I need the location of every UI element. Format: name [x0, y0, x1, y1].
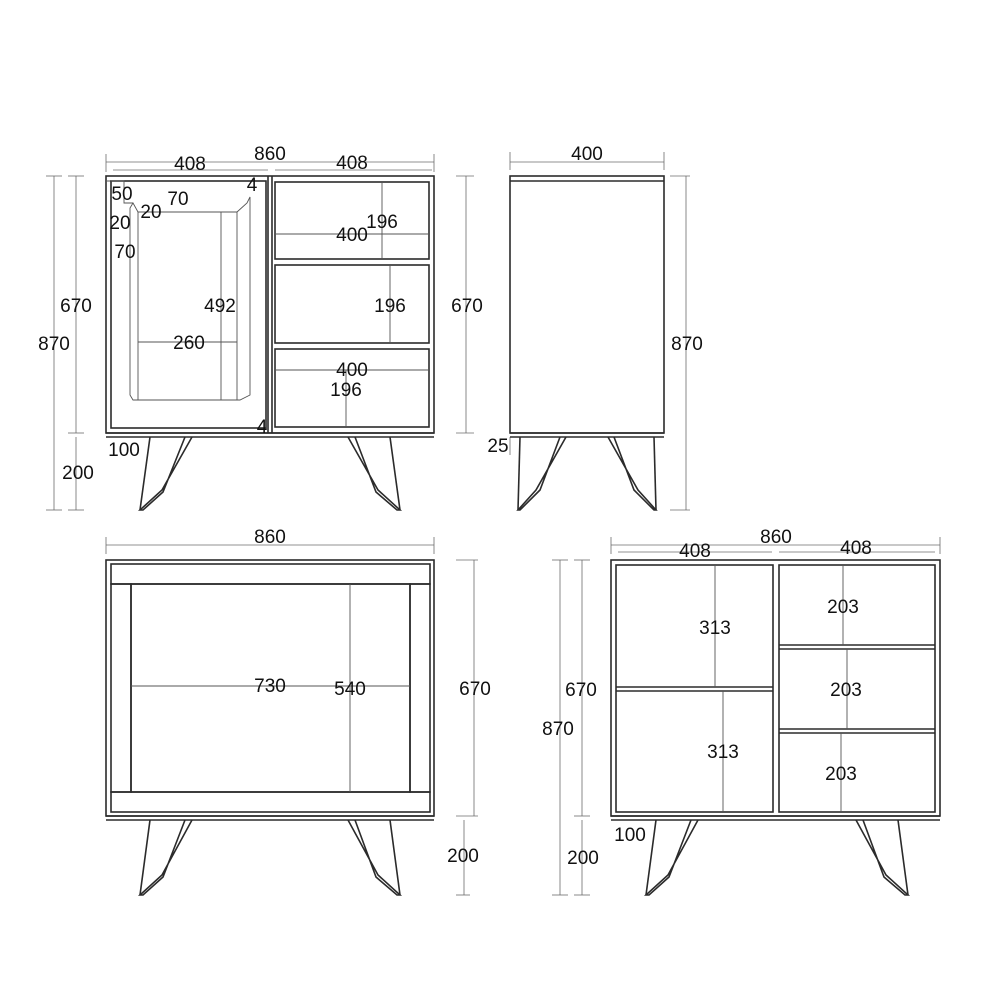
side-leg-right: [607, 436, 658, 511]
label-interior-total-height: 870: [542, 719, 574, 740]
label-leg-height: 200: [62, 463, 94, 484]
label-back-inner-width: 730: [254, 676, 286, 697]
leg-left: [137, 436, 193, 511]
left-compartment: [615, 564, 774, 813]
label-back-leg-height: 200: [447, 846, 479, 867]
drawer-2: [274, 264, 430, 344]
leg-right: [347, 436, 403, 511]
interior-body: [610, 559, 941, 817]
label-frame-side: 70: [114, 242, 135, 263]
label-interior-left-width: 408: [679, 541, 711, 562]
label-body-height: 670: [60, 296, 92, 317]
interior-leg-right: [855, 819, 911, 896]
front-view: 860 408 408 50 70 4 20 20 70 492 260 196…: [38, 144, 483, 511]
label-top-offset: 50: [111, 184, 132, 205]
drawer-1: [274, 181, 430, 260]
door-frame-panel: [129, 196, 251, 401]
label-drawer2-height: 196: [374, 296, 406, 317]
label-corner-b: 20: [140, 202, 161, 223]
interior-leg-left: [643, 819, 699, 896]
label-leg-offset: 100: [108, 440, 140, 461]
back-inner-panel: [130, 583, 411, 793]
label-drawer3-height: 196: [330, 380, 362, 401]
label-left-lower-height: 313: [707, 742, 739, 763]
label-right-shelf-1: 203: [827, 597, 859, 618]
label-right-width: 408: [336, 153, 368, 174]
side-leg-left: [516, 436, 567, 511]
label-back-inner-height: 540: [334, 679, 366, 700]
label-interior-right-width: 408: [840, 538, 872, 559]
label-interior-body-height: 670: [565, 680, 597, 701]
label-panel-width: 260: [173, 333, 205, 354]
side-view: 400 870 25: [487, 144, 703, 511]
back-leg-right: [347, 819, 403, 896]
label-panel-height: 492: [204, 296, 236, 317]
label-gap-bottom: 4: [257, 417, 268, 438]
label-right-shelf-3: 203: [825, 764, 857, 785]
label-depth: 400: [571, 144, 603, 165]
side-panel: [509, 175, 665, 434]
label-right-shelf-2: 203: [830, 680, 862, 701]
label-total-height: 870: [38, 334, 70, 355]
back-leg-left: [137, 819, 193, 896]
label-frame-top: 70: [167, 189, 188, 210]
label-total-width: 860: [254, 144, 286, 165]
interior-view: 860 408 408 313 313 203 203 203 670 870 …: [542, 527, 941, 896]
label-interior-total-width: 860: [760, 527, 792, 548]
label-interior-leg-height: 200: [567, 848, 599, 869]
label-side-total-height: 870: [671, 334, 703, 355]
label-drawer1-height: 196: [366, 212, 398, 233]
label-drawer3-width: 400: [336, 360, 368, 381]
label-right-body-height: 670: [451, 296, 483, 317]
label-back-total-width: 860: [254, 527, 286, 548]
label-leg-inset: 25: [487, 436, 508, 457]
right-compartment: [778, 564, 936, 813]
label-back-body-height: 670: [459, 679, 491, 700]
left-door: [110, 180, 267, 429]
drawer-3: [274, 348, 430, 428]
label-left-upper-height: 313: [699, 618, 731, 639]
label-corner-a: 20: [109, 213, 130, 234]
back-view: 860 730 540 670 200: [105, 527, 491, 896]
label-gap-top: 4: [247, 175, 258, 196]
label-drawer1-width: 400: [336, 225, 368, 246]
label-interior-leg-offset: 100: [614, 825, 646, 846]
label-left-width: 408: [174, 154, 206, 175]
